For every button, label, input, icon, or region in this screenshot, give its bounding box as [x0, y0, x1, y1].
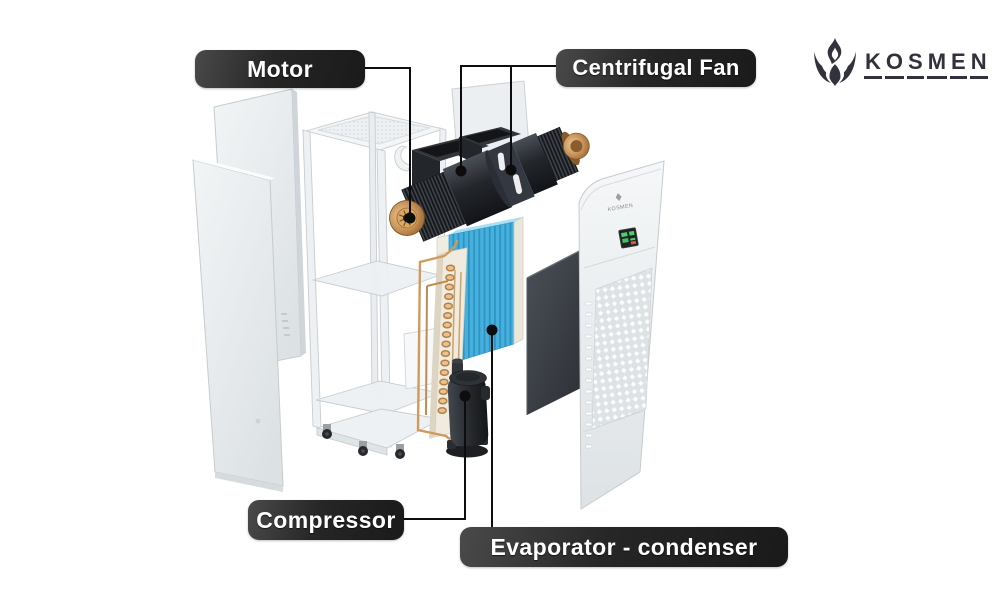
callout-dots: [404, 164, 517, 402]
brand-wordmark: K O S M E N: [864, 45, 988, 79]
callout-evaporator-condenser: Evaporator - condenser: [460, 527, 788, 567]
callout-compressor-label: Compressor: [256, 506, 396, 533]
air-filter-panel: [526, 245, 590, 415]
callout-centrifugal-fan-label: Centrifugal Fan: [572, 55, 740, 80]
compressor-unit: [446, 358, 490, 458]
motor-fan-assembly: [389, 126, 590, 242]
front-side-panel: [192, 158, 284, 492]
callout-compressor: Compressor: [248, 500, 404, 540]
brand-letter: E: [950, 51, 967, 79]
callout-centrifugal-fan: Centrifugal Fan: [556, 49, 756, 87]
panel-brand-mark: KOSMEN: [607, 193, 634, 213]
phoenix-flame-icon: [814, 38, 856, 86]
brand-letter: S: [907, 51, 924, 79]
control-display: [618, 227, 639, 249]
panel-brand-text: KOSMEN: [607, 203, 633, 213]
callout-motor-label: Motor: [247, 55, 313, 82]
front-cover-panel: KOSMEN: [578, 160, 665, 510]
callout-lines: [365, 65, 556, 527]
brand-letter: O: [884, 51, 905, 79]
side-vent-slots: [585, 301, 593, 449]
brand-letter: K: [864, 51, 882, 79]
callout-evaporator-condenser-label: Evaporator - condenser: [490, 533, 758, 560]
ventilation-grille: [591, 267, 653, 430]
brand-letter: M: [926, 51, 948, 79]
brand-letter: N: [969, 51, 988, 79]
kosmen-logo: K O S M E N: [812, 38, 988, 86]
callout-motor: Motor: [195, 50, 365, 88]
fan-housings: [412, 127, 521, 208]
